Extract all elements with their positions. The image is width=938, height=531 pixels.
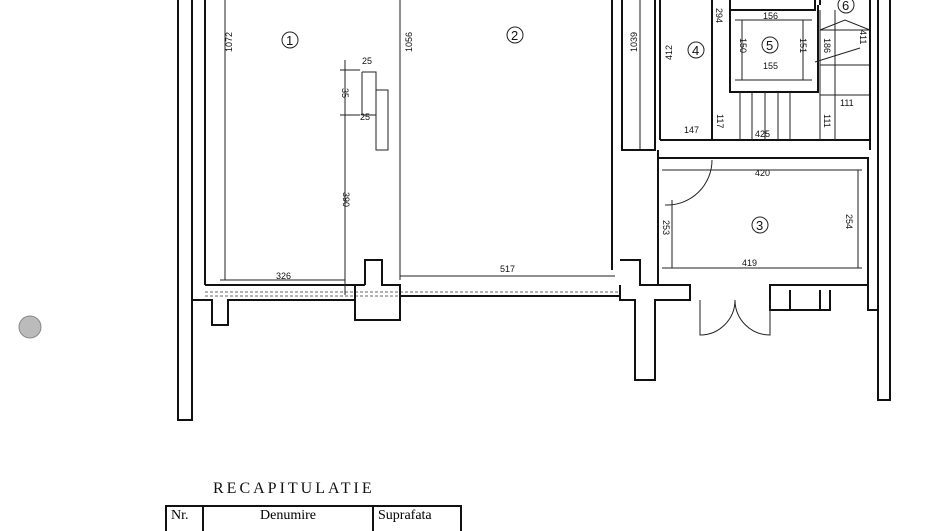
room-number-4: 4 xyxy=(692,43,699,58)
dim-label: 517 xyxy=(500,264,515,274)
dim-label: 156 xyxy=(763,11,778,21)
dim-label: 151 xyxy=(798,38,808,53)
dim-lines-vertical xyxy=(224,0,641,280)
column-header-nr: Nr. xyxy=(165,505,204,531)
room5-walls xyxy=(729,0,819,93)
dim-label: 419 xyxy=(742,258,757,268)
dim-label: 412 xyxy=(664,45,674,60)
dim-label: 425 xyxy=(755,129,770,139)
stair-walls xyxy=(819,0,871,150)
dim-label: 25 xyxy=(362,56,372,66)
room-number-3: 3 xyxy=(756,218,763,233)
stair-arrows xyxy=(814,19,871,63)
room3-dims xyxy=(662,169,862,269)
dim-label: 253 xyxy=(661,220,671,235)
dim-lines-horizontal xyxy=(220,275,615,281)
pillar-middle xyxy=(354,259,401,321)
dim-label: 326 xyxy=(276,271,291,281)
dim-label: 35 xyxy=(340,88,350,98)
left-outer-wall xyxy=(177,0,193,421)
right-outer-wall xyxy=(877,0,891,401)
dim-label: 111 xyxy=(840,98,854,108)
table-header-row: Nr. Denumire Suprafata xyxy=(165,505,462,531)
room-number-5: 5 xyxy=(766,38,773,53)
room-number-2: 2 xyxy=(511,28,518,43)
summary-title: RECAPITULATIE xyxy=(213,480,375,497)
door-arc-entrance xyxy=(699,299,771,336)
column-header-suprafata: Suprafata xyxy=(372,505,462,531)
dim-label: 390 xyxy=(341,192,351,207)
bottom-wall-left xyxy=(192,299,355,326)
summary-table: Nr. Denumire Suprafata xyxy=(165,505,462,531)
room5-dims xyxy=(735,19,812,81)
dim-label: 147 xyxy=(684,125,699,135)
dim-label: 294 xyxy=(714,8,724,23)
pillar-inner xyxy=(361,71,389,151)
dim-label: 150 xyxy=(738,38,748,53)
dim-lines-pillar xyxy=(340,60,360,295)
dim-label: 25 xyxy=(360,112,370,122)
dim-label: 1039 xyxy=(629,32,639,52)
dim-label: 155 xyxy=(763,61,778,71)
dim-label: 411 xyxy=(858,30,868,44)
dim-label: 111 xyxy=(822,114,832,128)
dim-label: 186 xyxy=(822,38,832,53)
room-number-6: 6 xyxy=(842,0,849,13)
column-header-denumire: Denumire xyxy=(202,505,374,531)
dim-label: 117 xyxy=(715,114,725,128)
dim-label: 420 xyxy=(755,168,770,178)
dim-label: 254 xyxy=(844,214,854,229)
room-number-1: 1 xyxy=(286,33,293,48)
pillar-central xyxy=(619,259,691,381)
room3-walls xyxy=(658,157,878,311)
dim-label: 1072 xyxy=(224,32,234,52)
stairs xyxy=(739,10,870,140)
door-arc-room3 xyxy=(664,159,713,206)
dim-label: 1056 xyxy=(404,32,414,52)
central-wall xyxy=(611,0,656,270)
punch-hole-mark xyxy=(18,315,42,339)
